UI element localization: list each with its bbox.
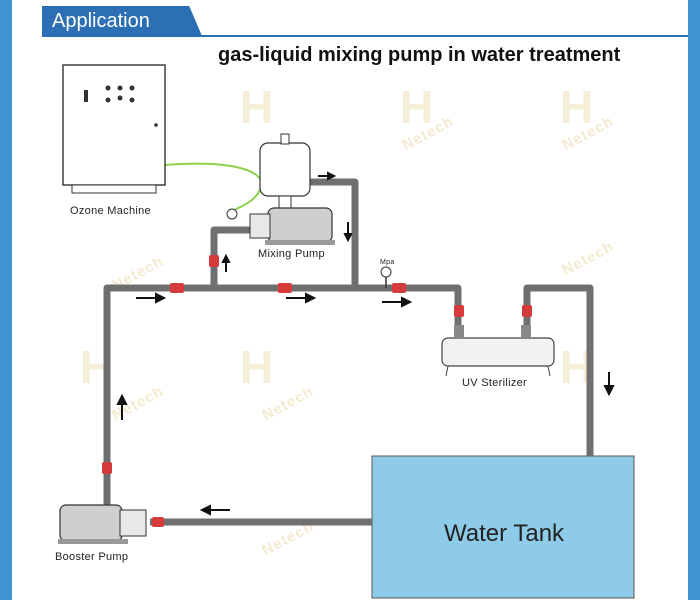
watermark-logo: H bbox=[400, 81, 434, 133]
pipe-return bbox=[523, 284, 594, 456]
valve bbox=[522, 305, 532, 317]
arrow-right bbox=[318, 171, 337, 181]
ozone-machine bbox=[62, 64, 166, 194]
uv-sterilizer bbox=[441, 325, 555, 377]
flow-arrows bbox=[116, 171, 615, 516]
watermark-logo: H bbox=[240, 341, 274, 393]
ozone-gas-line bbox=[164, 162, 263, 217]
page-title: gas-liquid mixing pump in water treatmen… bbox=[218, 44, 621, 66]
arrow-right bbox=[286, 292, 317, 304]
ozone-machine-label: Ozone Machine bbox=[70, 205, 151, 217]
gauge-label: Mpa bbox=[380, 259, 395, 266]
watermark-logo: H bbox=[240, 81, 274, 133]
header-divider bbox=[42, 35, 688, 37]
valve bbox=[392, 283, 406, 293]
application-tab: Application bbox=[42, 6, 202, 36]
pipe-tank-loop bbox=[310, 178, 359, 288]
valve bbox=[170, 283, 184, 293]
pressure-gauge bbox=[380, 266, 392, 278]
valve bbox=[152, 517, 164, 527]
valve bbox=[209, 255, 219, 267]
arrow-right bbox=[136, 292, 167, 304]
arrow-up bbox=[116, 393, 128, 420]
valve bbox=[102, 462, 112, 474]
arrow-down bbox=[603, 372, 615, 397]
water-tank bbox=[371, 455, 635, 599]
header-bar: Application bbox=[12, 0, 688, 40]
valve bbox=[454, 305, 464, 317]
booster-pump bbox=[58, 504, 147, 544]
arrow-left bbox=[199, 504, 230, 516]
uv-sterilizer-label: UV Sterilizer bbox=[462, 377, 528, 389]
arrow-up bbox=[221, 253, 231, 272]
pressure-tank bbox=[259, 133, 311, 211]
valve bbox=[278, 283, 292, 293]
water-tank-label: Water Tank bbox=[444, 520, 565, 547]
mixing-pump bbox=[226, 207, 335, 245]
booster-pump-label: Booster Pump bbox=[55, 551, 129, 563]
arrow-down bbox=[343, 222, 353, 243]
arrow-right bbox=[382, 296, 413, 308]
valves bbox=[102, 255, 532, 527]
mixing-pump-label: Mixing Pump bbox=[258, 248, 325, 260]
watermark-logo: H bbox=[560, 81, 594, 133]
